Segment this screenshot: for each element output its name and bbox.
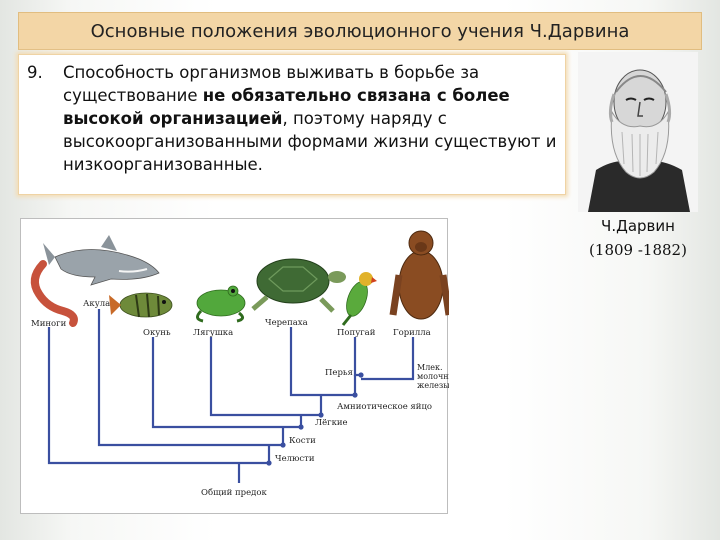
tree-nodes bbox=[266, 372, 364, 466]
trait-feathers: Перья bbox=[325, 368, 353, 378]
point-text-start: Способность организмов выживать в борьбе… bbox=[63, 63, 480, 105]
darwin-portrait bbox=[578, 52, 698, 212]
portrait-years: (1809 -1882) bbox=[589, 241, 687, 259]
slide-title-text: Основные положения эволюционного учения … bbox=[90, 20, 630, 42]
portrait-name: Ч.Дарвин bbox=[601, 217, 675, 235]
turtle-illustration bbox=[251, 258, 346, 313]
shark-illustration bbox=[43, 235, 160, 286]
trait-amniotic: Амниотическое яйцо bbox=[337, 402, 432, 412]
point-text-end: , поэтому наряду с высокоорганизованными… bbox=[63, 109, 557, 174]
gorilla-illustration bbox=[389, 230, 449, 320]
slide-title: Основные положения эволюционного учения … bbox=[18, 12, 702, 50]
label-fish: Окунь bbox=[143, 328, 171, 338]
point-body: Способность организмов выживать в борьбе… bbox=[63, 61, 557, 176]
fish-illustration bbox=[109, 292, 173, 318]
phylogenetic-tree: Миноги Акула Окунь Лягушка Черепаха Попу… bbox=[20, 218, 449, 514]
darwin-portrait-image bbox=[578, 52, 698, 212]
label-gorilla: Горилла bbox=[393, 328, 431, 338]
trait-mammary-wrap: Млек. молочные железы bbox=[417, 363, 449, 390]
label-worm: Миноги bbox=[31, 319, 67, 329]
trait-mammary: Млек. молочные железы bbox=[417, 363, 449, 390]
phylogenetic-tree-graphic: Миноги Акула Окунь Лягушка Черепаха Попу… bbox=[30, 230, 449, 498]
label-shark: Акула bbox=[83, 299, 110, 309]
trait-bones: Кости bbox=[289, 436, 316, 446]
label-turtle: Черепаха bbox=[265, 318, 308, 328]
frog-illustration bbox=[196, 285, 246, 323]
portrait-caption: Ч.Дарвин (1809 -1882) bbox=[576, 214, 700, 262]
label-parrot: Попугай bbox=[337, 328, 376, 338]
label-frog: Лягушка bbox=[193, 328, 233, 338]
worm-illustration bbox=[30, 260, 78, 327]
trait-jaws: Челюсти bbox=[275, 454, 315, 464]
point-number: 9. bbox=[27, 63, 43, 82]
point-text-bold: не обязательно связана с более высокой о… bbox=[63, 86, 510, 128]
parrot-illustration bbox=[341, 272, 377, 326]
label-common-ancestor: Общий предок bbox=[201, 487, 268, 498]
trait-lungs: Лёгкие bbox=[315, 418, 348, 428]
point-text-box: 9. Способность организмов выживать в бор… bbox=[18, 54, 566, 195]
